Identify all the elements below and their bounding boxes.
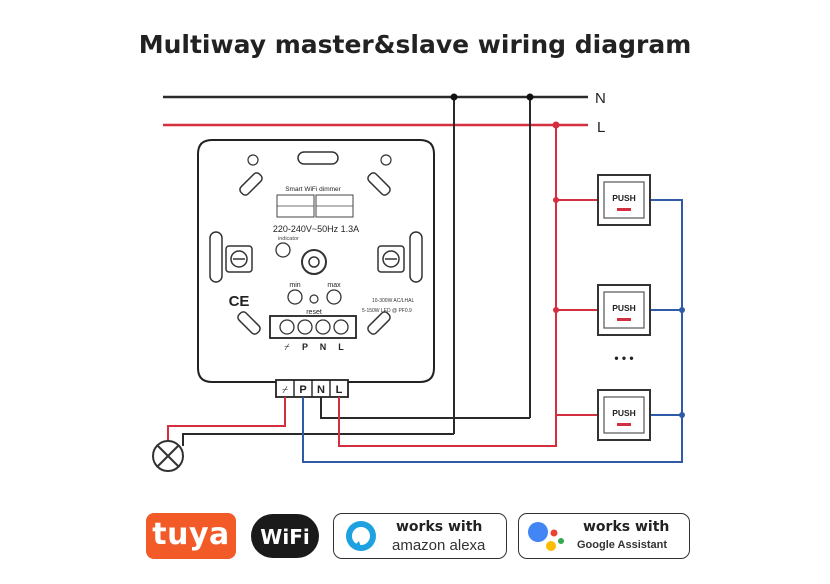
push-button-2: PUSH bbox=[597, 284, 651, 336]
side-screws bbox=[225, 245, 405, 273]
alexa-icon bbox=[346, 521, 376, 551]
live-label: L bbox=[597, 119, 605, 136]
google-assistant-badge: works with Google Assistant bbox=[518, 513, 690, 559]
lamp-symbol bbox=[152, 440, 184, 472]
min-label: min bbox=[289, 282, 300, 289]
push-button-1: PUSH bbox=[597, 174, 651, 226]
svg-text:PUSH: PUSH bbox=[612, 408, 636, 418]
diagram-title: Multiway master&slave wiring diagram bbox=[138, 30, 692, 59]
max-trimmer bbox=[326, 289, 342, 305]
google-assistant-icon bbox=[528, 522, 564, 551]
reset-label: reset bbox=[306, 309, 322, 316]
svg-text:PUSH: PUSH bbox=[612, 303, 636, 313]
mounting-slots bbox=[209, 172, 423, 335]
terminal-dimmer-symbol: ⌿ bbox=[284, 342, 290, 352]
dimmer-rating: 220-240V~50Hz 1.3A bbox=[273, 224, 359, 234]
indicator-led bbox=[275, 242, 291, 258]
indicator-label: indicator bbox=[278, 236, 299, 242]
bottom-connector: ⌿ P N L bbox=[275, 379, 349, 398]
neutral-junction bbox=[450, 93, 458, 101]
alexa-badge: works with amazon alexa bbox=[333, 513, 507, 559]
svg-text:L: L bbox=[336, 384, 343, 396]
dimmer-name: Smart WiFi dimmer bbox=[285, 186, 341, 193]
spec-hal: 10-300W AC/LHAL bbox=[372, 298, 414, 304]
min-trimmer bbox=[287, 289, 303, 305]
wifi-logo: WiFi bbox=[250, 513, 320, 559]
google-line2: Google Assistant bbox=[577, 539, 668, 551]
terminal-n-label: N bbox=[320, 342, 327, 352]
push-button-3: PUSH bbox=[597, 389, 651, 441]
ce-mark: CE bbox=[229, 293, 250, 310]
neutral-label: N bbox=[595, 90, 606, 107]
alexa-line2: amazon alexa bbox=[392, 537, 486, 554]
ellipsis: • • • bbox=[614, 351, 633, 365]
spec-led: 5-150W LED @ PF0.9 bbox=[362, 308, 412, 314]
svg-text:P: P bbox=[299, 384, 306, 396]
svg-text:⌿: ⌿ bbox=[282, 385, 288, 396]
dimmer-knob bbox=[301, 249, 327, 275]
wifi-logo-text: WiFi bbox=[260, 525, 309, 549]
terminal-p-label: P bbox=[302, 342, 308, 352]
google-line1: works with bbox=[583, 519, 670, 535]
max-label: max bbox=[327, 282, 341, 289]
terminal-l-label: L bbox=[338, 342, 344, 352]
tuya-logo: tuya bbox=[146, 513, 236, 559]
svg-text:N: N bbox=[317, 384, 325, 396]
reset-button-hole bbox=[309, 294, 319, 304]
svg-text:PUSH: PUSH bbox=[612, 193, 636, 203]
alexa-line1: works with bbox=[396, 519, 483, 535]
